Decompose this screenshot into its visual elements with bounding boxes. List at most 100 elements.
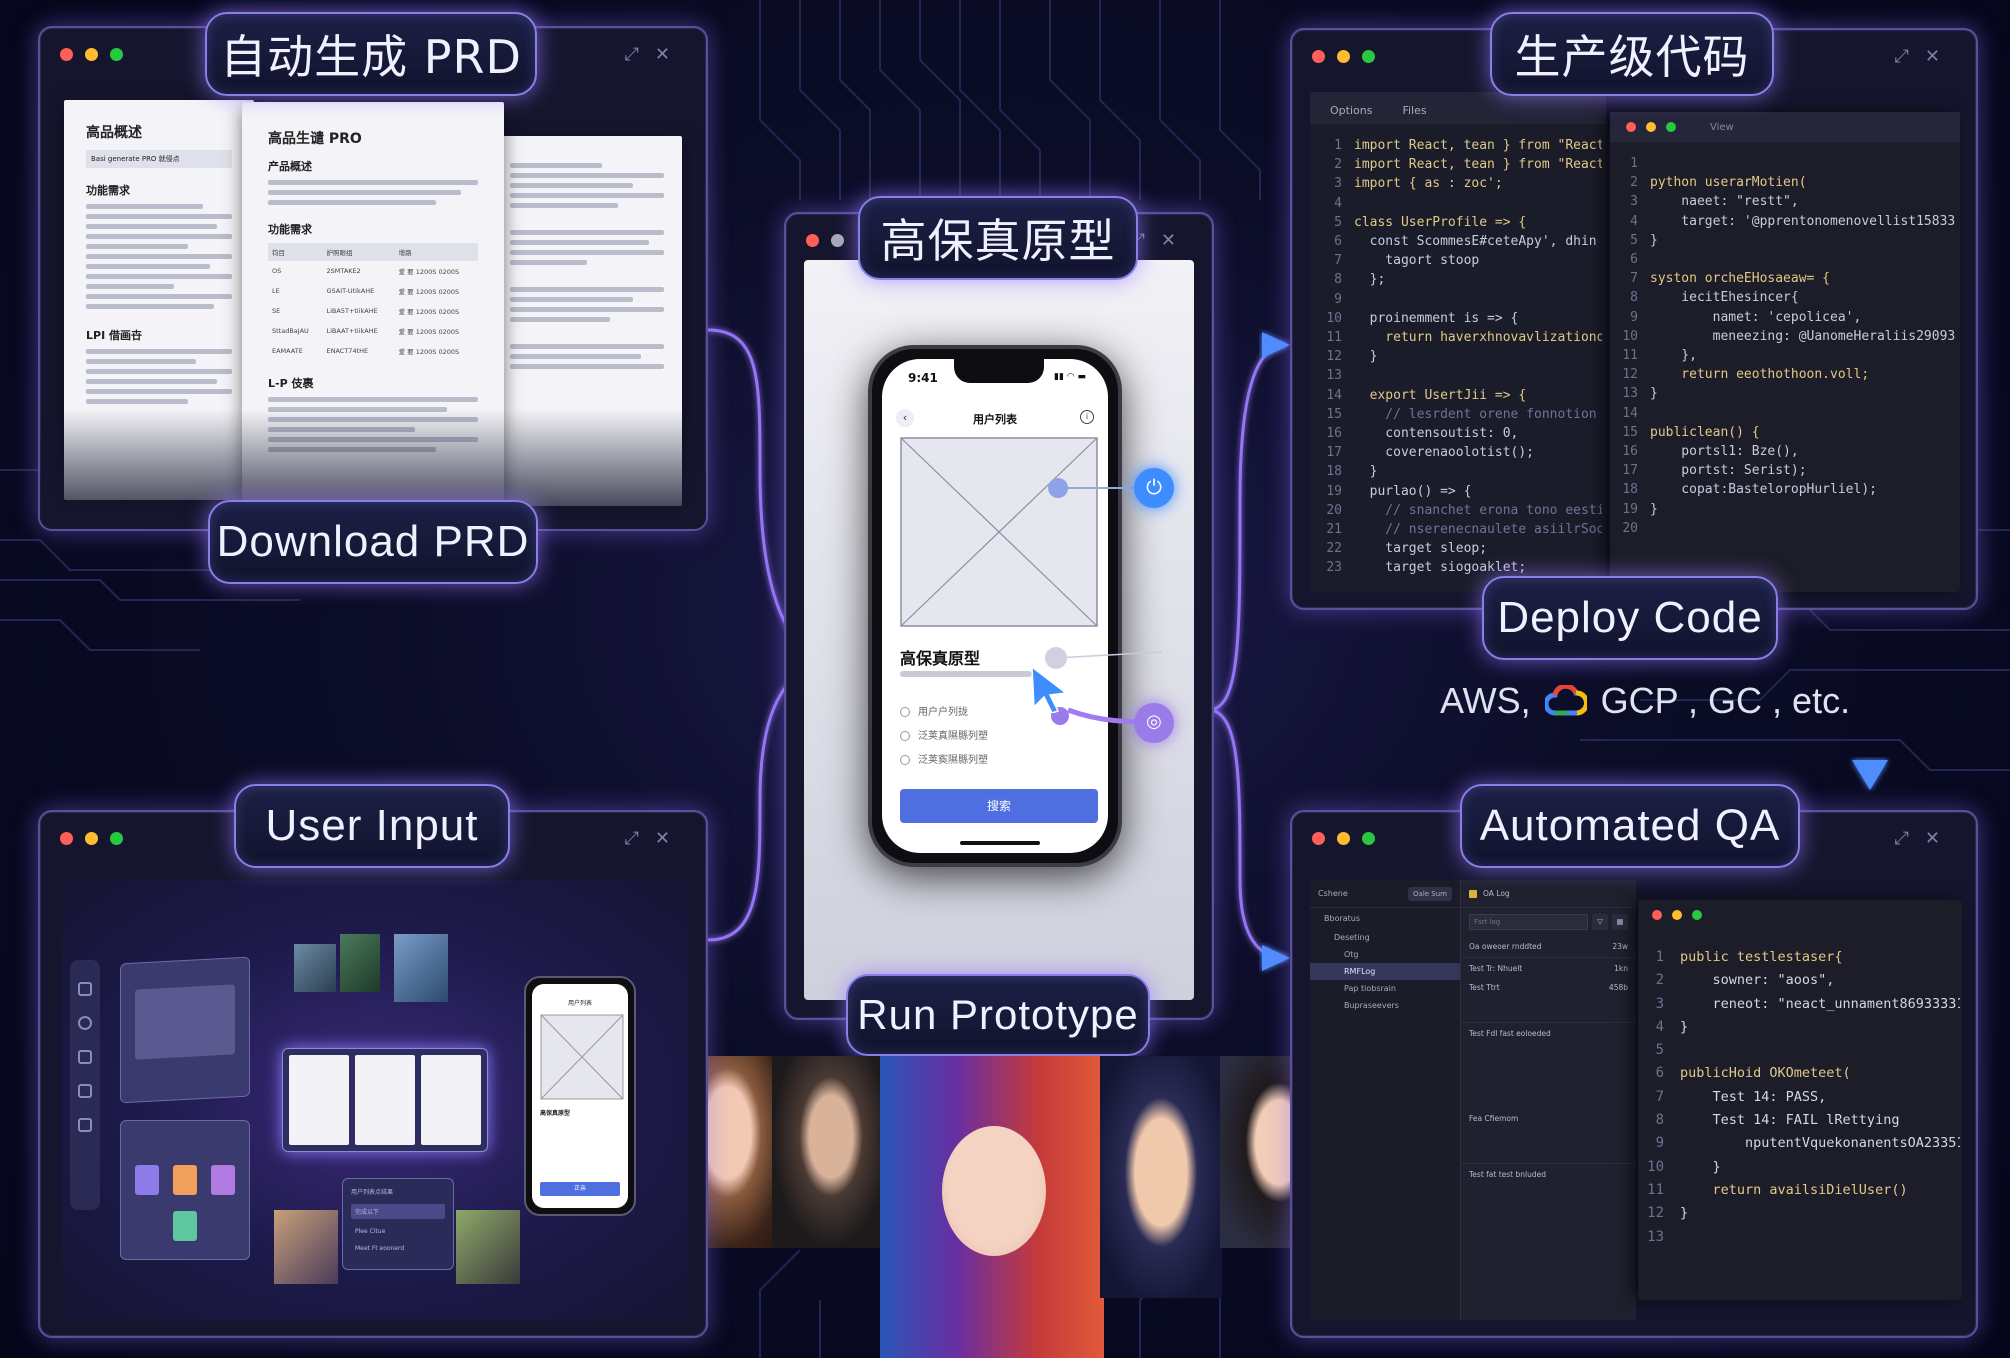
label-prototype: 高保真原型 — [858, 196, 1138, 280]
side-toolbar — [70, 960, 100, 1210]
power-icon[interactable]: ⏻ — [1134, 468, 1174, 508]
filter-icon[interactable]: ▽ — [1592, 914, 1608, 930]
menu-item[interactable]: 完成以下 — [351, 1204, 445, 1219]
tool-icon[interactable] — [78, 1050, 92, 1064]
code-right: python userarMotien( naeet: "restt", tar… — [1650, 154, 1956, 538]
line-number: 11 — [1647, 1181, 1664, 1198]
code-line: } — [1680, 1158, 1721, 1175]
line-number: 2 — [1630, 175, 1638, 191]
tree-item[interactable]: Bboratus — [1324, 914, 1361, 923]
window-controls — [60, 48, 123, 61]
code-line — [1650, 404, 1956, 423]
settings-icon[interactable]: ▦ — [1612, 914, 1628, 930]
line-number: 16 — [1622, 444, 1638, 460]
list-item[interactable]: 泛荚寏隰縣列塑 — [900, 751, 988, 766]
tool-icon[interactable] — [78, 1084, 92, 1098]
deploy-code-button[interactable]: Deploy Code — [1482, 576, 1778, 660]
run-prototype-button[interactable]: Run Prototype — [846, 974, 1150, 1056]
tool-icon[interactable] — [78, 982, 92, 996]
window-expand-close-icons[interactable]: ⤢✕ — [624, 828, 686, 849]
menu-item[interactable]: Meet Ft eoonerd — [355, 1245, 405, 1252]
code-line: // nserenecnaulete asiilrSoon — [1354, 522, 1602, 538]
target-icon[interactable]: ◎ — [1134, 703, 1174, 743]
portrait-3 — [880, 1056, 1104, 1358]
label-auto-prd: 自动生成 PRD — [205, 12, 537, 96]
log-search-input[interactable] — [1469, 914, 1588, 930]
photo-thumb — [340, 934, 380, 992]
tree-item[interactable]: Otg — [1344, 950, 1359, 959]
phone-notch — [954, 359, 1044, 383]
menu-item[interactable]: Plee Citue — [355, 1228, 386, 1235]
tool-icon[interactable] — [78, 1118, 92, 1132]
log-icon — [1469, 889, 1477, 898]
view-label[interactable]: View — [1710, 121, 1734, 133]
code-line — [1354, 290, 1602, 309]
prd-doc-1-section: 功能需求 — [86, 184, 130, 197]
line-number: 15 — [1622, 424, 1638, 440]
line-number: 9 — [1334, 291, 1342, 307]
window-expand-close-icons[interactable]: ⤢✕ — [1130, 230, 1192, 251]
prd-doc-2-section-3: L-P 伎裹 — [268, 377, 314, 390]
line-number: 5 — [1334, 214, 1342, 230]
mini-phone-button[interactable]: 正亲 — [540, 1182, 620, 1196]
code-line: meneezing: @UanomeHeraliis2909337t — [1650, 328, 1956, 344]
window-expand-close-icons[interactable]: ⤢✕ — [1894, 828, 1956, 849]
code-line: public testlestaser{ — [1680, 949, 1843, 965]
code-line — [1680, 1226, 1960, 1249]
code-line — [1354, 366, 1602, 385]
code-line: return haverxhnovavlizationoatal — [1385, 330, 1602, 346]
line-number: 11 — [1622, 348, 1638, 364]
phone-mockup: 9:41 ▮▮ ◠ ▬ ‹ 用户列表 i 高保真原型 用户户列拢 泛荚真隰縣列塑… — [868, 345, 1122, 867]
tree-item[interactable]: Deseting — [1334, 933, 1370, 942]
code-line: } — [1650, 386, 1658, 402]
window-expand-close-icons[interactable]: ⤢✕ — [624, 44, 686, 65]
line-number: 18 — [1326, 464, 1342, 480]
info-icon[interactable]: i — [1080, 410, 1094, 424]
download-prd-button[interactable]: Download PRD — [208, 500, 538, 584]
code-line: return eeothothoon.voll; — [1650, 367, 1870, 383]
back-icon[interactable]: ‹ — [896, 409, 914, 427]
line-number: 7 — [1334, 253, 1342, 269]
code-line: }; — [1354, 272, 1386, 288]
tree-item[interactable]: Pap tiobsrain — [1344, 984, 1396, 993]
editor-tabs: Options Files — [1310, 92, 1606, 124]
list-item[interactable]: 泛荚真隰縣列塑 — [900, 727, 988, 742]
line-number: 18 — [1622, 482, 1638, 498]
label-automated-qa: Automated QA — [1460, 784, 1800, 868]
window-expand-close-icons[interactable]: ⤢✕ — [1894, 46, 1956, 67]
code-line: naeet: "restt", — [1650, 194, 1799, 210]
line-number: 19 — [1622, 501, 1638, 517]
tool-icon[interactable] — [78, 1016, 92, 1030]
qa-sidebar: Cshene Oale Sum Bboratus Deseting Otg RM… — [1310, 880, 1460, 1320]
code-line: import { as : zoc'; — [1354, 176, 1503, 192]
log-entry[interactable]: Test Fdl fast eoloeded — [1461, 1022, 1636, 1108]
list-item[interactable]: 用户户列拢 — [900, 703, 968, 718]
line-number: 16 — [1326, 426, 1342, 442]
phone-screen: 9:41 ▮▮ ◠ ▬ ‹ 用户列表 i 高保真原型 用户户列拢 泛荚真隰縣列塑… — [882, 359, 1108, 853]
tab-files[interactable]: Files — [1402, 104, 1427, 117]
portrait-gallery — [668, 1056, 1338, 1358]
tree-item[interactable]: Bupraseevers — [1344, 1001, 1399, 1010]
prd-doc-1-tag: Basi generate PRO 就侵点 — [86, 150, 232, 168]
log-entry[interactable]: Fea Cfiemom — [1469, 1114, 1519, 1123]
code-line: } — [1650, 232, 1658, 248]
log-entry[interactable]: Test fat test bnluded — [1461, 1163, 1636, 1185]
sidebar-button[interactable]: Oale Sum — [1408, 886, 1452, 901]
tree-item[interactable]: RMFLog — [1310, 963, 1460, 980]
image-placeholder — [900, 437, 1098, 627]
code-line: nputentVquekonanentsOA23351627 — [1680, 1135, 1960, 1152]
code-line: // lesrdent orene fonnotion nv — [1354, 406, 1602, 422]
search-button[interactable]: 搜索 — [900, 789, 1098, 823]
radio-icon — [900, 755, 910, 765]
tab-options[interactable]: Options — [1330, 104, 1373, 117]
